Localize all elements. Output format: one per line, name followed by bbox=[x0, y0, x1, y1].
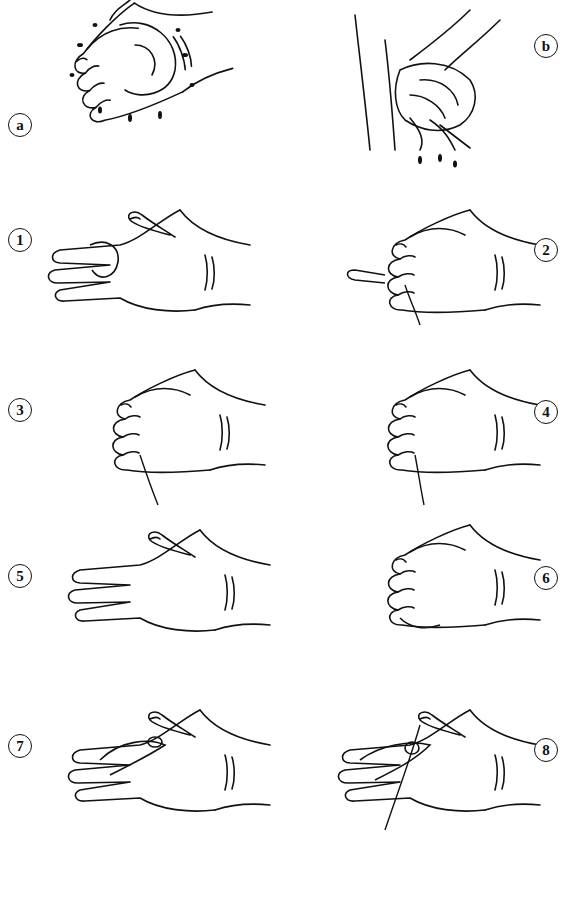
callout-number: 3 bbox=[8, 398, 32, 422]
callout-number: 6 bbox=[534, 566, 558, 590]
callout-number: 5 bbox=[8, 564, 32, 588]
callout-number: 4 bbox=[534, 400, 558, 424]
callout-number: 2 bbox=[534, 238, 558, 262]
callout-number: 1 bbox=[8, 228, 32, 252]
callout-number: b bbox=[534, 34, 558, 58]
callout-number: 7 bbox=[8, 734, 32, 758]
callout-number: a bbox=[8, 113, 32, 137]
callout-number: 8 bbox=[534, 738, 558, 762]
